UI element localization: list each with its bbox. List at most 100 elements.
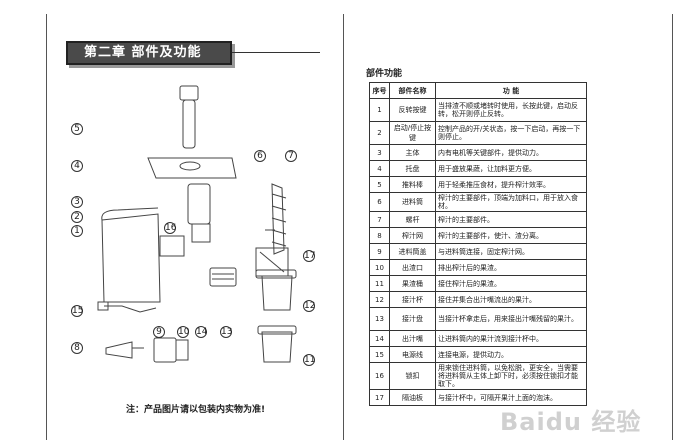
callout-15: 15 <box>71 305 84 317</box>
row-number: 15 <box>369 346 390 363</box>
page-divider <box>343 14 344 440</box>
callout-7: 7 <box>285 150 297 162</box>
row-function: 排出榨汁后的果渣。 <box>435 259 587 276</box>
row-function: 让进料筒内的果汁流到接汁杯中。 <box>435 330 587 347</box>
row-number: 4 <box>369 160 390 177</box>
row-number: 16 <box>369 362 390 390</box>
row-function: 接住并集合出汁嘴流出的果汁。 <box>435 291 587 308</box>
row-number: 7 <box>369 211 390 228</box>
row-function: 接住榨汁后的果渣。 <box>435 275 587 292</box>
row-number: 14 <box>369 330 390 347</box>
row-number: 3 <box>369 144 390 161</box>
callout-1: 1 <box>71 225 83 237</box>
callout-17: 17 <box>303 250 316 262</box>
baidu-watermark: Baidu 经验 <box>500 408 642 436</box>
tray-drawing <box>147 157 237 179</box>
row-number: 17 <box>369 389 390 406</box>
pulp-cup-drawing <box>261 331 293 363</box>
juice-cup-drawing <box>261 275 293 311</box>
callout-8: 8 <box>71 342 83 354</box>
callout-11: 11 <box>303 354 316 366</box>
row-part-name: 锁扣 <box>389 362 436 390</box>
table-heading: 部件功能 <box>366 69 403 79</box>
parts-diagram <box>97 85 297 363</box>
product-image-note: 注：产品图片请以包装内实物为准! <box>126 405 266 415</box>
brush-drawing <box>105 341 133 359</box>
row-part-name: 出渣口 <box>389 259 436 276</box>
callout-9: 9 <box>153 326 165 338</box>
row-number: 2 <box>369 121 390 145</box>
outlet-drawing <box>175 339 189 361</box>
page-border-right <box>672 14 673 440</box>
row-part-name: 反转按键 <box>389 98 436 122</box>
header-part-name: 部件名称 <box>389 82 436 99</box>
pusher-drawing <box>179 85 199 101</box>
row-number: 9 <box>369 243 390 260</box>
row-part-name: 启动/停止按键 <box>389 121 436 145</box>
row-part-name: 进料筒 <box>389 192 436 212</box>
row-part-name: 果渣桶 <box>389 275 436 292</box>
row-function: 榨汁的主要部件，使汁、渣分离。 <box>435 227 587 244</box>
row-number: 1 <box>369 98 390 122</box>
row-function: 控制产品的开/关状态，按一下启动，再按一下则停止。 <box>435 121 587 145</box>
row-number: 10 <box>369 259 390 276</box>
row-function: 与接汁杯中，可隔开果汁上面的泡沫。 <box>435 389 587 406</box>
row-part-name: 电源线 <box>389 346 436 363</box>
row-part-name: 螺杆 <box>389 211 436 228</box>
row-part-name: 进料筒盖 <box>389 243 436 260</box>
row-number: 5 <box>369 176 390 193</box>
callout-4: 4 <box>71 160 83 172</box>
callout-10: 10 <box>177 326 190 338</box>
row-function: 榨汁的主要部件。 <box>435 211 587 228</box>
row-part-name: 榨汁网 <box>389 227 436 244</box>
drip-tray-drawing <box>209 267 237 287</box>
title-rule <box>232 52 320 53</box>
row-function: 用于盛放果蔬，让加料更方便。 <box>435 160 587 177</box>
row-function: 当接汁杯拿走后，用来接出汁嘴残留的果汁。 <box>435 307 587 331</box>
row-part-name: 接汁盘 <box>389 307 436 331</box>
power-cord-drawing <box>104 305 157 313</box>
callout-2: 2 <box>71 211 83 223</box>
page-border-left <box>46 14 47 440</box>
callout-3: 3 <box>71 196 83 208</box>
row-part-name: 托盘 <box>389 160 436 177</box>
header-function: 功 能 <box>435 82 587 99</box>
callout-5: 5 <box>71 123 83 135</box>
row-number: 8 <box>369 227 390 244</box>
row-part-name: 接汁杯 <box>389 291 436 308</box>
feed-tube-drawing <box>187 183 211 225</box>
row-part-name: 出汁嘴 <box>389 330 436 347</box>
callout-6: 6 <box>254 150 266 162</box>
chapter-title: 第二章 部件及功能 <box>66 41 232 65</box>
callout-12: 12 <box>303 300 316 312</box>
row-part-name: 主体 <box>389 144 436 161</box>
row-function: 连接电源，提供动力。 <box>435 346 587 363</box>
row-number: 6 <box>369 192 390 212</box>
callout-16: 16 <box>164 222 177 234</box>
row-number: 13 <box>369 307 390 331</box>
row-part-name: 推料棒 <box>389 176 436 193</box>
header-number: 序号 <box>369 82 390 99</box>
row-number: 11 <box>369 275 390 292</box>
row-function: 用来锁住进料筒，以免松脱，更安全，当需要将进料筒从主体上卸下时，必须按住锁扣才能… <box>435 362 587 390</box>
callout-14: 14 <box>195 326 208 338</box>
main-body-drawing <box>101 213 161 303</box>
row-part-name: 隔油板 <box>389 389 436 406</box>
row-number: 12 <box>369 291 390 308</box>
